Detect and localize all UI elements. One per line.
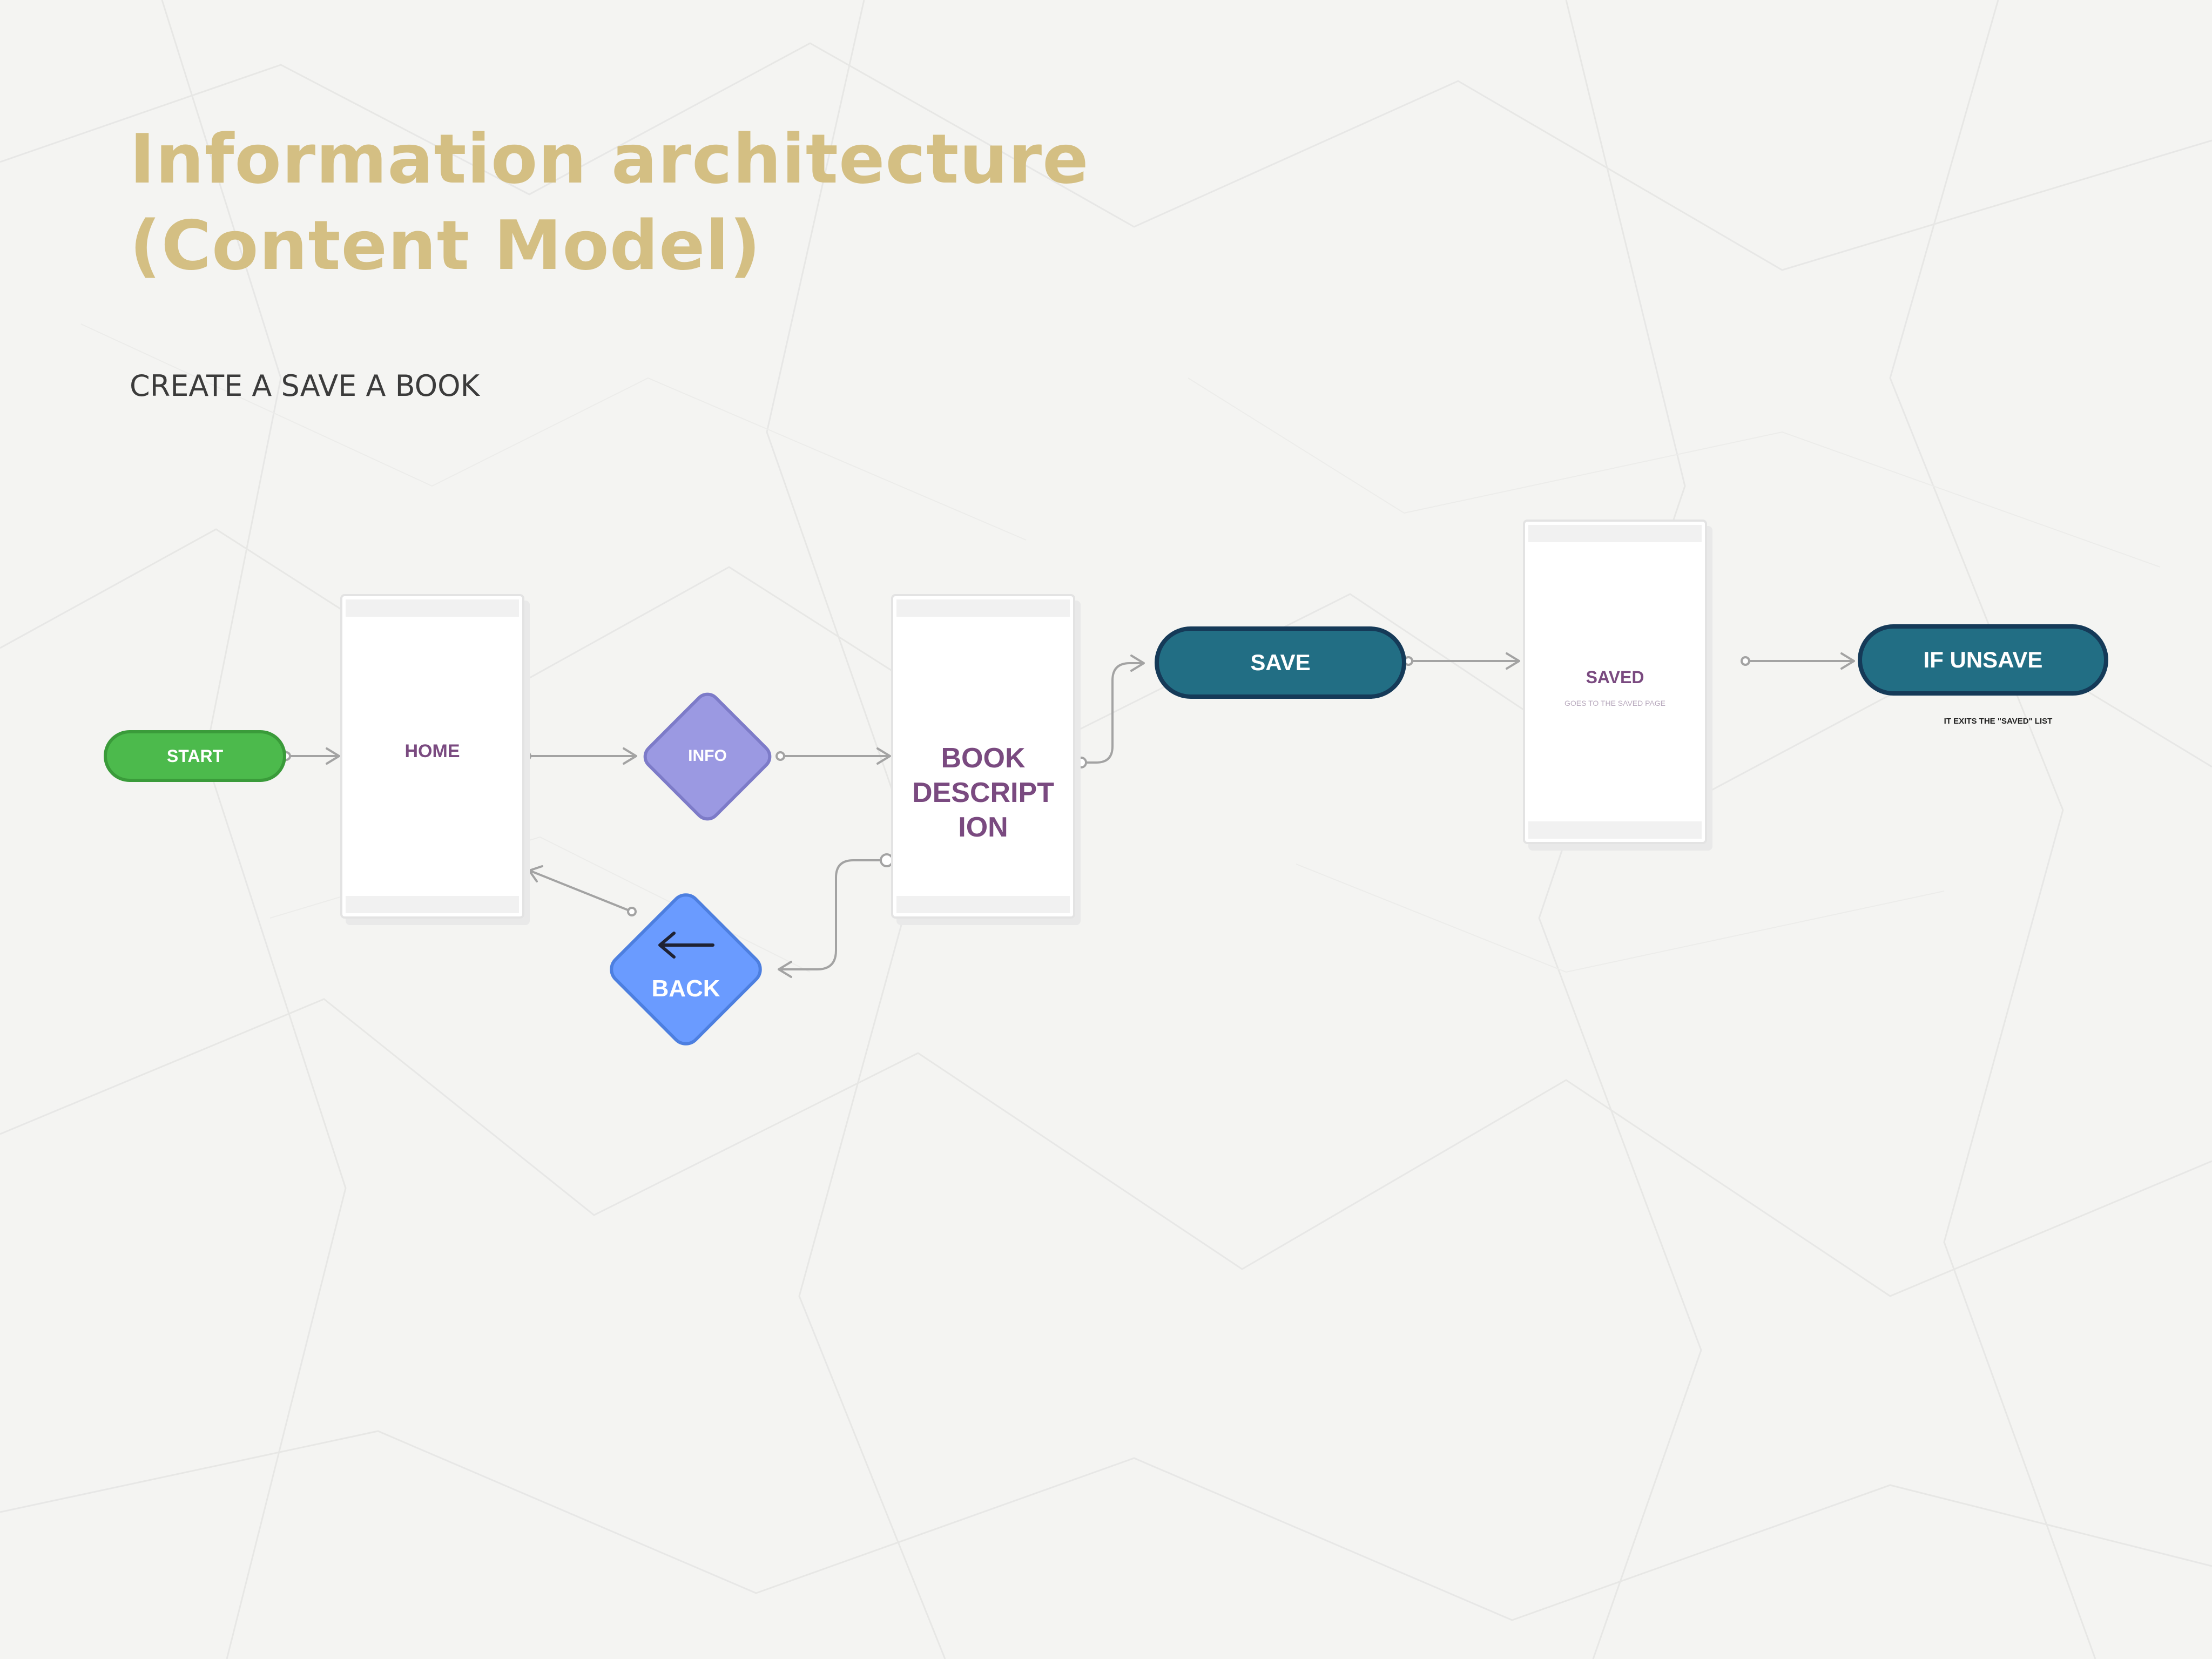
connector-dot (775, 751, 785, 761)
connector-dot (1741, 656, 1750, 666)
book-description-line-1: BOOK (941, 743, 1026, 774)
saved-screen[interactable]: SAVED GOES TO THE SAVED PAGE (1523, 520, 1707, 844)
page-title-line-1: Information architecture (130, 119, 1089, 199)
unsave-node[interactable]: IF UNSAVE (1858, 624, 2108, 696)
book-screen-footer-bar (896, 896, 1070, 913)
connector-dot (627, 907, 637, 916)
home-screen-header-bar (346, 599, 519, 617)
save-label: SAVE (1250, 650, 1311, 675)
flow-subtitle: CREATE A SAVE A BOOK (130, 369, 480, 403)
book-screen-header-bar (896, 599, 1070, 617)
connector-dot (1075, 757, 1087, 768)
book-description-screen[interactable]: BOOK DESCRIPT ION (891, 594, 1075, 919)
book-description-line-2: DESCRIPT (912, 777, 1054, 808)
home-screen[interactable]: HOME (340, 594, 524, 919)
saved-label: SAVED (1586, 667, 1644, 687)
saved-screen-footer-bar (1528, 821, 1702, 839)
arrowhead-back-home (528, 865, 543, 882)
saved-note: GOES TO THE SAVED PAGE (1564, 699, 1665, 707)
book-description-label: BOOK DESCRIPT ION (893, 741, 1073, 845)
unsave-note: IT EXITS THE "SAVED" LIST (1944, 717, 2053, 726)
arrowhead-book-back (778, 961, 792, 978)
arrowhead-info-book (876, 747, 891, 765)
home-label: HOME (404, 741, 460, 761)
back-node[interactable] (594, 878, 778, 1061)
arrowhead-saved-unsave (1840, 652, 1855, 670)
connector-book-save (1080, 662, 1143, 764)
page-title: Information architecture (Content Model) (130, 116, 1089, 289)
arrowhead-book-save (1130, 655, 1145, 672)
arrowhead-start-home (326, 747, 340, 765)
unsave-label: IF UNSAVE (1923, 647, 2043, 672)
save-node[interactable]: SAVE (1155, 626, 1406, 699)
back-diamond-shape (610, 893, 762, 1046)
arrowhead-save-saved (1506, 652, 1520, 670)
info-node[interactable] (635, 686, 780, 827)
book-description-line-3: ION (958, 812, 1008, 843)
info-label: INFO (688, 747, 727, 765)
page-title-line-2: (Content Model) (130, 206, 761, 285)
home-screen-footer-bar (346, 896, 519, 913)
left-arrow-icon (658, 932, 714, 959)
connector-back-home (530, 870, 633, 913)
start-label: START (166, 746, 224, 766)
connector-book-back (779, 859, 887, 970)
start-node[interactable]: START (104, 730, 286, 782)
info-diamond-shape (643, 692, 772, 821)
saved-screen-header-bar (1528, 525, 1702, 542)
arrowhead-home-info (623, 747, 637, 765)
back-label: BACK (651, 975, 720, 1002)
